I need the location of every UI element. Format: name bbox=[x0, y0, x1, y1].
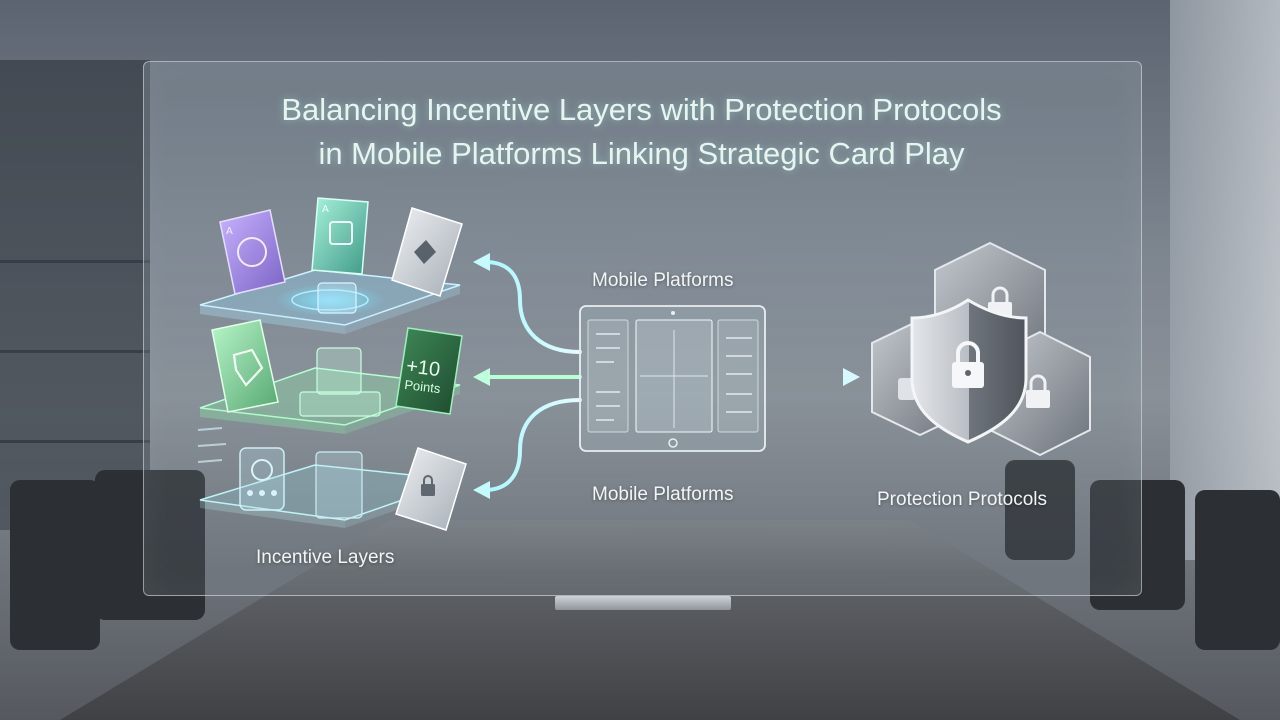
points-unit: Points bbox=[404, 377, 442, 396]
lock-icon bbox=[421, 475, 435, 496]
label-protection-protocols: Protection Protocols bbox=[877, 489, 1048, 510]
connector-arrows-left bbox=[483, 260, 582, 492]
diagram-title: Balancing Incentive Layers with Protecti… bbox=[143, 88, 1140, 176]
chair bbox=[1090, 480, 1185, 610]
label-incentive-layers: Incentive Layers bbox=[256, 547, 395, 568]
protection-shield-cluster bbox=[871, 241, 1091, 457]
display-stand bbox=[555, 596, 731, 610]
arrow-icon bbox=[843, 368, 860, 386]
card-gray-diamond bbox=[391, 207, 463, 297]
lock-icon bbox=[952, 341, 984, 388]
title-line-2: in Mobile Platforms Linking Strategic Ca… bbox=[318, 136, 965, 171]
card-phone-shield bbox=[239, 447, 285, 511]
card-lock bbox=[395, 447, 467, 531]
shield-check-icon bbox=[232, 348, 264, 387]
chair bbox=[1005, 460, 1075, 560]
connector-arrow-right bbox=[763, 368, 860, 386]
label-mobile-platforms-bottom: Mobile Platforms bbox=[592, 484, 734, 505]
card-green-shield bbox=[211, 319, 279, 413]
card-purple: A bbox=[219, 209, 286, 295]
chair bbox=[1195, 490, 1280, 650]
incentive-layer-stack: A A +10 Points bbox=[197, 197, 467, 531]
window bbox=[1170, 0, 1280, 560]
card-teal: A bbox=[311, 197, 369, 275]
chair bbox=[10, 480, 100, 650]
lock-icon bbox=[1026, 374, 1050, 408]
svg-text:A: A bbox=[322, 204, 329, 215]
arrow-icon bbox=[473, 253, 490, 499]
bookshelf bbox=[0, 60, 150, 530]
label-mobile-platforms-top: Mobile Platforms bbox=[592, 270, 734, 291]
svg-text:A: A bbox=[226, 226, 233, 237]
title-line-1: Balancing Incentive Layers with Protecti… bbox=[281, 92, 1002, 127]
diamond-icon bbox=[414, 240, 436, 264]
layer-plate-middle bbox=[199, 367, 461, 426]
tablet-icon bbox=[579, 305, 766, 452]
card-points: +10 Points bbox=[395, 327, 463, 415]
points-value: +10 bbox=[405, 355, 441, 381]
